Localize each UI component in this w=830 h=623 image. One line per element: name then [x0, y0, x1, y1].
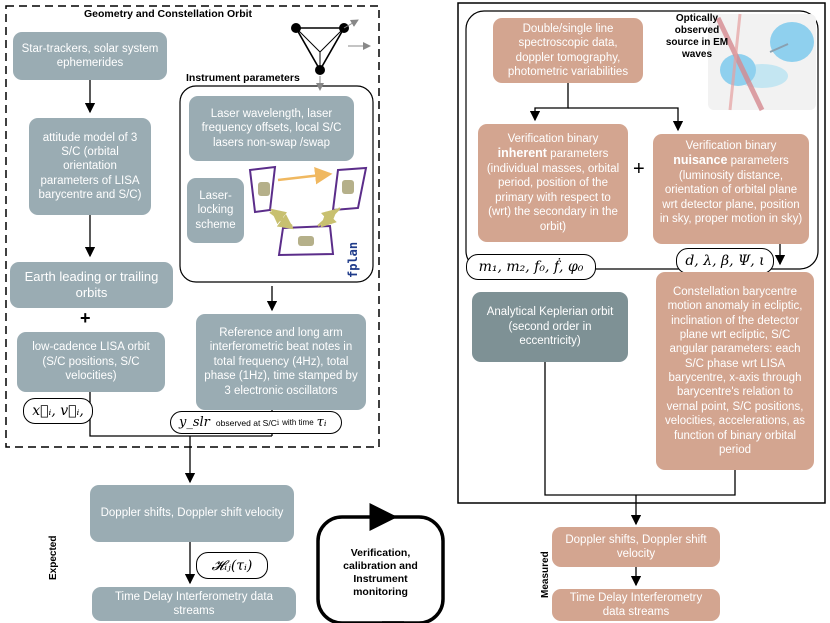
spectroscopic-box: Double/single line spectroscopic data, d… — [493, 18, 643, 83]
plus-sign: + — [80, 308, 91, 328]
star-trackers-box: Star-trackers, solar system ephemerides — [13, 32, 167, 80]
fplan-label: fplan — [346, 241, 360, 278]
tdi-expected-box: Time Delay Interferometry data streams — [92, 587, 296, 621]
laser-locking-icon — [248, 165, 368, 257]
laser-wavelength-box: Laser wavelength, laser frequency offset… — [189, 96, 354, 161]
plus-sign-right: + — [633, 158, 645, 180]
measured-frame — [457, 2, 826, 504]
binary-star-icon — [708, 13, 816, 112]
low-cadence-orbit-box: low-cadence LISA orbit (S/C positions, S… — [17, 332, 165, 392]
position-velocity-symbol: x⃗ᵢ, v⃗ᵢ, — [23, 398, 93, 424]
binary-frame — [465, 10, 819, 270]
geometry-title: Geometry and Constellation Orbit — [84, 8, 253, 20]
nuisance-post: parameters (luminosity distance, orienta… — [659, 155, 803, 226]
nuisance-symbol: d, λ, β, Ψ, ι — [676, 248, 774, 274]
observable-sub: i — [276, 418, 280, 427]
instrument-frame — [179, 85, 374, 283]
observable-text: observed at S/C — [215, 417, 277, 428]
observable-time: with time — [282, 418, 314, 427]
inherent-pre: Verification binary — [507, 133, 599, 145]
cycle-arrow-icon — [316, 503, 445, 623]
geometry-frame — [5, 5, 380, 448]
observable-y: y_slr — [179, 415, 210, 430]
constellation-triangle-icon — [291, 19, 371, 91]
keplerian-orbit-box: Analytical Keplerian orbit (second order… — [472, 292, 628, 362]
nuisance-params-box: Verification binary nuisance parameters … — [653, 134, 809, 244]
doppler-measured-box: Doppler shifts, Doppler shift velocity — [552, 527, 720, 567]
nuisance-pre: Verification binary — [685, 140, 777, 152]
attitude-model-box: attitude model of 3 S/C (orbital orienta… — [29, 118, 151, 215]
instrument-title: Instrument parameters — [186, 72, 300, 84]
laser-locking-box: Laser-locking scheme — [187, 178, 244, 243]
inherent-symbol: m₁, m₂, f₀, ḟ, φ₀ — [466, 254, 596, 280]
expected-label: Expected — [48, 535, 59, 580]
nuisance-bold: nuisance — [673, 153, 728, 168]
tdi-measured-box: Time Delay Interferometry data streams — [552, 589, 720, 621]
inherent-post: parameters (individual masses, orbital p… — [486, 148, 620, 233]
inherent-params-box: Verification binary inherent parameters … — [478, 124, 628, 242]
doppler-expected-box: Doppler shifts, Doppler shift velocity — [90, 485, 294, 542]
inherent-bold: inherent — [497, 146, 547, 161]
barycentre-motion-box: Constellation barycentre motion anomaly … — [656, 272, 814, 470]
observable-tau: τᵢ — [316, 415, 327, 430]
verification-label: Verification, calibration and Instrument… — [343, 547, 418, 599]
h-ij-symbol: 𝓗ᵢⱼ(τᵢ) — [196, 552, 268, 579]
optical-source-label: Optically observed source in EM waves — [665, 13, 729, 60]
beat-notes-box: Reference and long arm interferometric b… — [196, 314, 366, 410]
earth-orbits-box: Earth leading or trailing orbits — [10, 262, 173, 308]
